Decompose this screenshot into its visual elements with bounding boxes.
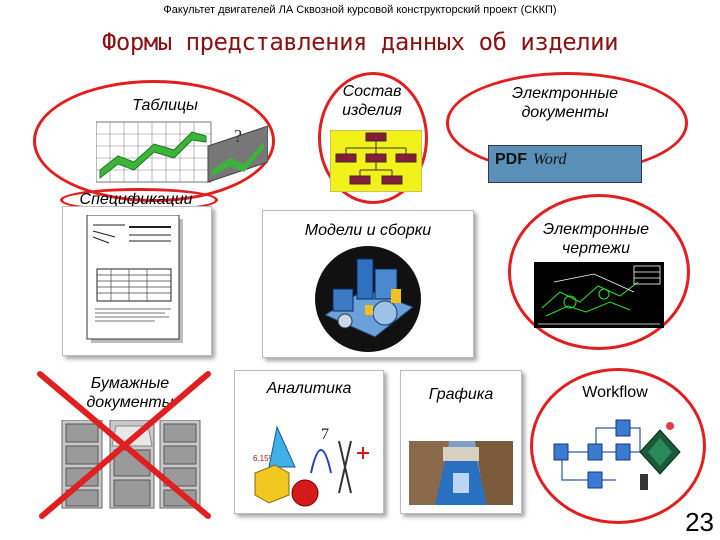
drawing-cad-image [534,262,664,328]
label-tables: Таблицы [132,97,198,114]
docs-formats-banner: PDF Word [488,145,642,183]
graphics-dam-image [409,441,513,505]
label-electronic-docs: Электронные документы [512,85,618,121]
svg-text:?: ? [234,126,242,146]
composition-tree-image [330,130,422,192]
analytics-panel: Аналитика 6.15% 7 [234,370,384,514]
label-graphics: Графика [428,386,494,403]
oval-workflow [530,368,706,524]
oval-composition [318,72,428,204]
label-analytics: Аналитика [266,380,352,397]
header-text: Факультет двигателей ЛА Сквозной курсово… [163,4,557,16]
graphics-panel: Графика [400,370,522,514]
label-specifications: Спецификации [79,191,193,208]
analytics-shapes-image: 6.15% 7 [253,425,369,507]
spec-document-image [86,215,183,343]
analytics-percent-text: 6.15% [253,454,276,463]
specifications-panel [62,206,212,356]
models-3d-image [315,246,421,352]
oval-electronic-drawings [508,194,690,350]
label-paper-docs: Бумажные документы [86,375,174,411]
pdf-format-label: PDF [495,151,527,168]
label-models: Модели и сборки [304,222,432,239]
label-electronic-drawings: Электронные чертежи [543,221,649,257]
page-title: Формы представления данных об изделии [101,28,619,56]
paper-docs-cross-icon [37,371,211,519]
paper-cabinets-image [61,420,201,509]
word-format-label: Word [533,151,567,168]
models-panel: Модели и сборки [262,210,474,358]
tables-chart-image: ? [96,121,268,183]
label-composition: Состав изделия [342,83,402,119]
analytics-seven-text: 7 [321,426,329,443]
label-workflow: Workflow [582,384,648,401]
page-number: 23 [685,507,714,537]
workflow-diagram-image [553,419,681,490]
